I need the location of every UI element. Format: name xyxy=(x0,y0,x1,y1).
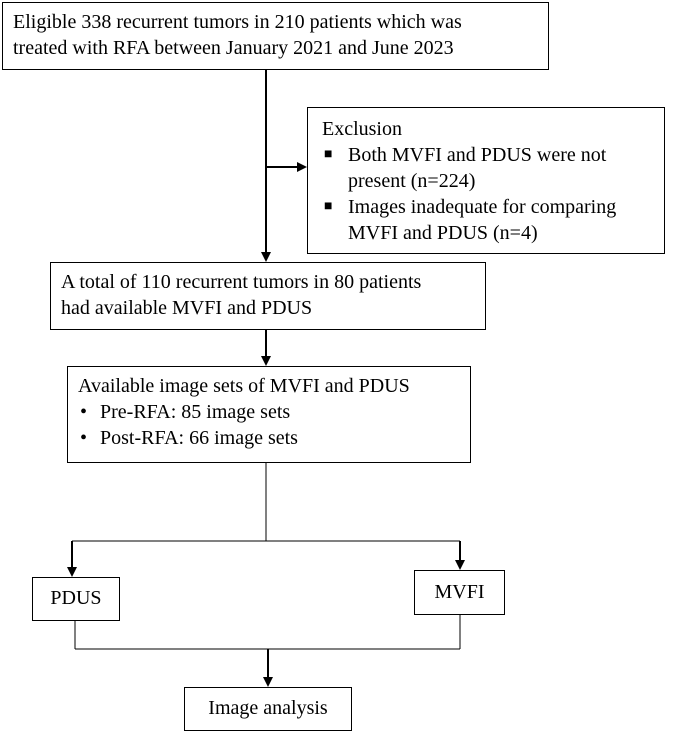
available-list: • Pre-RFA: 85 image sets • Post-RFA: 66 … xyxy=(78,399,460,451)
pdus-box: PDUS xyxy=(32,577,120,621)
available-item: • Post-RFA: 66 image sets xyxy=(78,425,460,451)
exclusion-item-2-line-1: Images inadequate for comparing xyxy=(348,196,617,218)
exclusion-item-1-line-1: Both MVFI and PDUS were not xyxy=(348,144,607,166)
exclusion-title: Exclusion xyxy=(322,118,402,140)
total-line-2: had available MVFI and PDUS xyxy=(61,297,313,319)
square-bullet-icon: ■ xyxy=(324,147,333,162)
available-title: Available image sets of MVFI and PDUS xyxy=(78,375,410,397)
square-bullet-icon: ■ xyxy=(324,199,333,214)
available-item-pre: Pre-RFA: 85 image sets xyxy=(100,401,291,423)
image-analysis-label: Image analysis xyxy=(208,697,328,719)
mvfi-box: MVFI xyxy=(414,570,505,615)
available-item: • Pre-RFA: 85 image sets xyxy=(78,399,460,425)
total-box: A total of 110 recurrent tumors in 80 pa… xyxy=(50,262,486,330)
pdus-label: PDUS xyxy=(50,587,102,609)
exclusion-item: ■ Both MVFI and PDUS were not present (n… xyxy=(322,142,650,194)
available-item-post: Post-RFA: 66 image sets xyxy=(100,427,298,449)
dot-bullet-icon: • xyxy=(80,427,88,449)
available-box: Available image sets of MVFI and PDUS • … xyxy=(67,366,471,463)
exclusion-box: Exclusion ■ Both MVFI and PDUS were not … xyxy=(307,107,665,254)
dot-bullet-icon: • xyxy=(80,401,88,423)
eligible-line-2: treated with RFA between January 2021 an… xyxy=(13,37,454,59)
exclusion-item: ■ Images inadequate for comparing MVFI a… xyxy=(322,194,650,246)
eligible-line-1: Eligible 338 recurrent tumors in 210 pat… xyxy=(13,11,462,33)
exclusion-item-2-line-2: MVFI and PDUS (n=4) xyxy=(348,222,538,244)
eligible-box: Eligible 338 recurrent tumors in 210 pat… xyxy=(2,2,549,70)
total-line-1: A total of 110 recurrent tumors in 80 pa… xyxy=(61,271,422,293)
image-analysis-box: Image analysis xyxy=(184,687,352,731)
exclusion-list: ■ Both MVFI and PDUS were not present (n… xyxy=(322,142,650,246)
exclusion-item-1-line-2: present (n=224) xyxy=(348,170,476,192)
mvfi-label: MVFI xyxy=(434,581,485,603)
